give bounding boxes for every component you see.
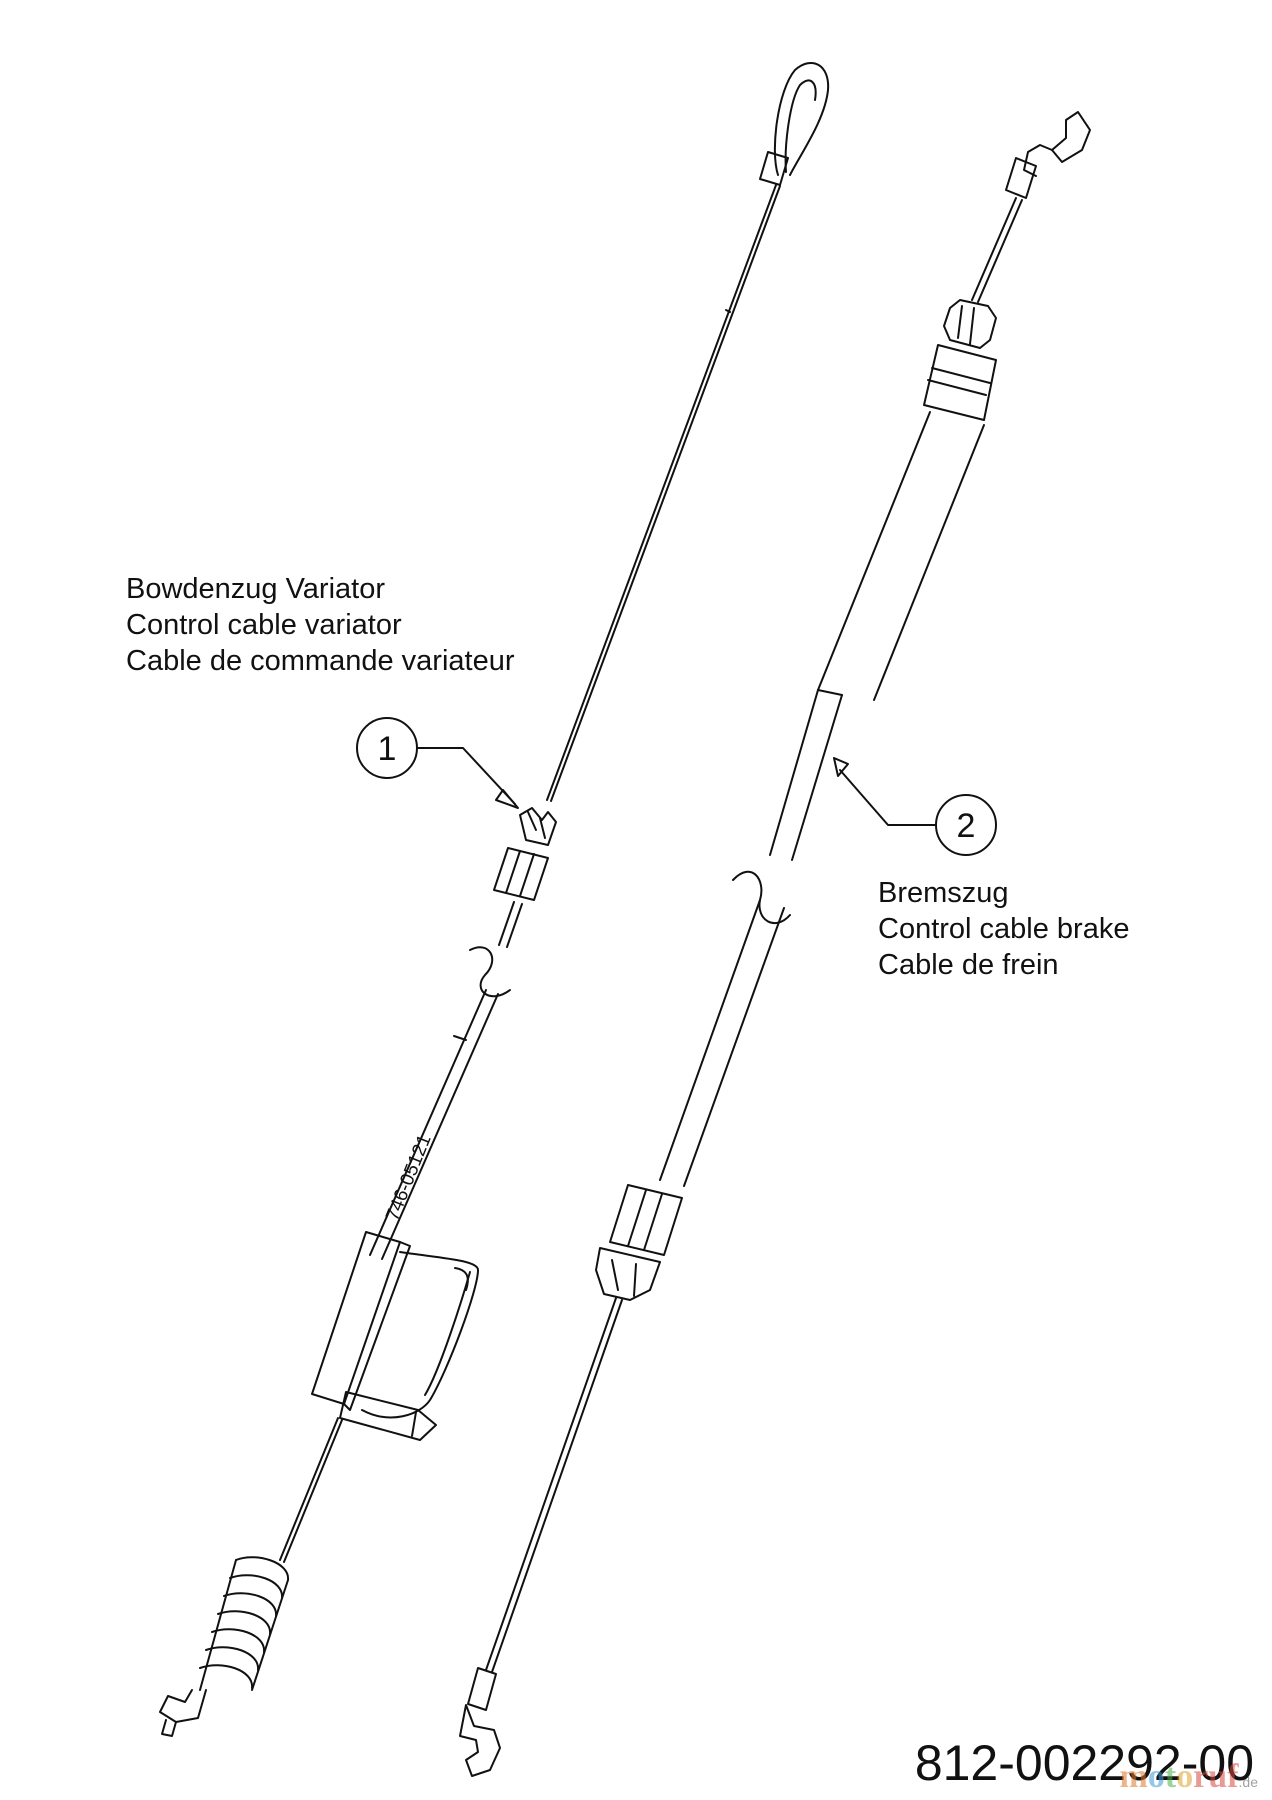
drawing-number: 812-002292-00	[914, 1735, 1254, 1791]
brake-end-hook-top	[1051, 111, 1091, 163]
label-de: Bremszug	[878, 877, 1009, 909]
brake-end-hook-bottom	[459, 1704, 501, 1777]
brake-upper-fitting	[923, 344, 997, 421]
variator-spring-clip	[361, 1251, 479, 1419]
brake-ferrule	[1005, 157, 1037, 199]
variator-cable	[159, 61, 830, 1737]
label-de: Bowdenzug Variator	[126, 573, 386, 605]
cable-loop-eyelet	[773, 61, 830, 176]
label-fr: Cable de frein	[878, 949, 1059, 981]
variator-clip-tab	[339, 1391, 437, 1441]
brake-lower-barb	[595, 1247, 661, 1301]
variator-adjuster-barb	[519, 807, 557, 846]
variator-part-code: 746-05121	[382, 1132, 436, 1224]
watermark-logo: motoruf.de	[1119, 1758, 1258, 1795]
label-en: Control cable brake	[878, 913, 1130, 945]
cable-break-mark	[469, 946, 511, 998]
variator-end-hook	[159, 1689, 207, 1723]
cable-crimp	[759, 151, 789, 186]
variator-cable-label: Bowdenzug Variator Control cable variato…	[126, 571, 514, 679]
brake-lower-fitting	[609, 1184, 683, 1256]
callout-number-2: 2	[957, 807, 976, 845]
brake-cable	[459, 111, 1091, 1777]
callout-leaders	[356, 717, 997, 856]
label-en: Control cable variator	[126, 609, 402, 641]
brake-cable-label: Bremszug Control cable brake Cable de fr…	[878, 875, 1129, 983]
variator-clip-housing	[311, 1231, 401, 1405]
brake-ferrule-bottom	[467, 1667, 497, 1711]
label-fr: Cable de commande variateur	[126, 645, 515, 677]
variator-spring	[199, 1556, 290, 1689]
brake-upper-barb	[943, 299, 997, 349]
callout-number-1: 1	[378, 730, 397, 768]
